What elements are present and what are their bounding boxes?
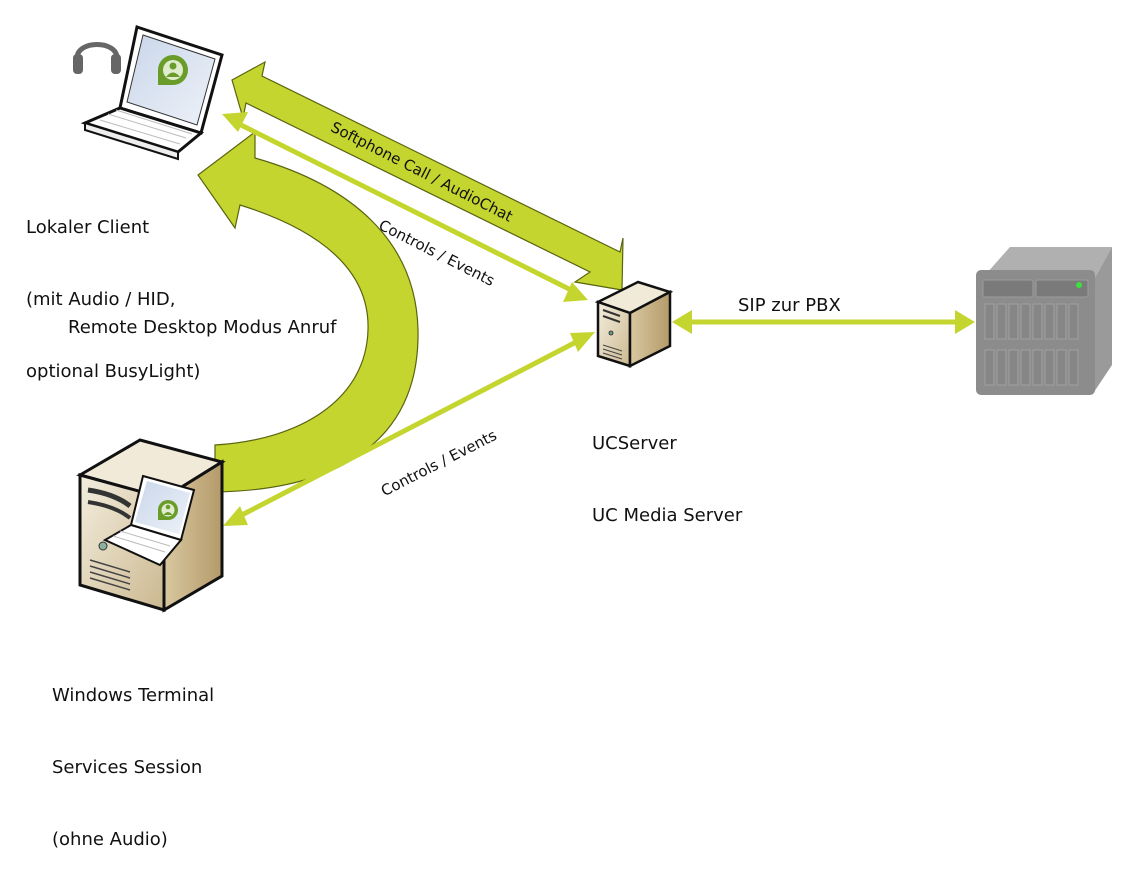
headset-icon [73, 42, 121, 74]
terminal-session-label-line: Services Session [52, 757, 203, 778]
terminal-server-icon [76, 438, 226, 613]
pbx-icon [976, 247, 1112, 395]
ucserver-label: UCServer UC Media Server [592, 384, 742, 552]
diagram-canvas [73, 25, 1112, 613]
ucserver-label-line: UC Media Server [592, 505, 743, 526]
local-client-label-line: optional BusyLight) [26, 361, 201, 382]
terminal-session-label: Windows Terminal Services Session (ohne … [52, 636, 214, 876]
terminal-session-label-line: (ohne Audio) [52, 829, 168, 850]
local-client-label: Lokaler Client (mit Audio / HID, optiona… [26, 168, 200, 408]
local-client-label-line: (mit Audio / HID, [26, 289, 176, 310]
laptop-icon [80, 25, 224, 161]
ucserver-label-line: UCServer [592, 433, 677, 454]
avatar-icon [158, 55, 188, 85]
remote-desktop-arrow [197, 130, 419, 493]
ucserver-icon [594, 280, 674, 369]
sip-label: SIP zur PBX [738, 295, 841, 316]
local-client-label-line: Lokaler Client [26, 217, 150, 238]
controls-events-top-arrow [222, 112, 588, 302]
sip-arrow [672, 310, 975, 334]
controls-events-bottom-arrow [223, 332, 595, 526]
terminal-session-label-line: Windows Terminal [52, 685, 215, 706]
remote-desktop-label: Remote Desktop Modus Anruf [68, 317, 337, 338]
